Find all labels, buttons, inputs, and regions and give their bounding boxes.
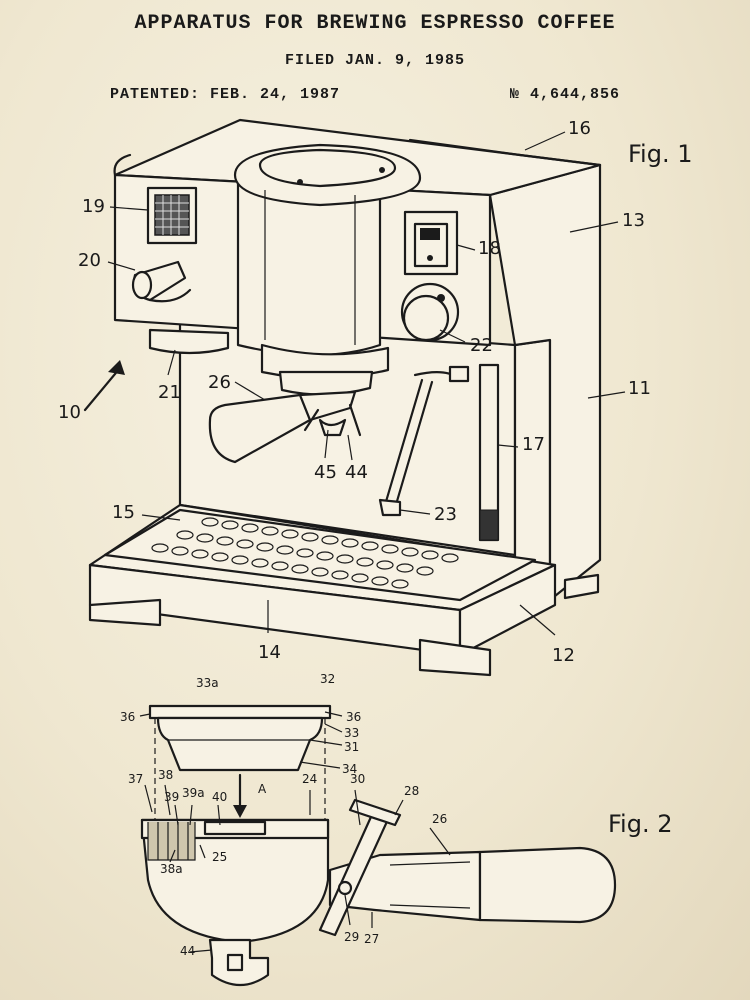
- ref-32: 32: [320, 672, 336, 686]
- ref-37: 37: [128, 772, 144, 786]
- ref-19: 19: [82, 196, 105, 217]
- ref-34: 34: [342, 762, 358, 776]
- ref-38: 38: [158, 768, 174, 782]
- ref-17: 17: [522, 434, 545, 455]
- ref-36-left: 36: [120, 710, 136, 724]
- ref-15: 15: [112, 502, 135, 523]
- ref-29: 29: [344, 930, 360, 944]
- ref-25: 25: [212, 850, 228, 864]
- ref-39a: 39a: [182, 786, 205, 800]
- ref-31: 31: [344, 740, 360, 754]
- ref-10: 10: [58, 402, 81, 423]
- ref-28: 28: [404, 784, 420, 798]
- ref-21: 21: [158, 382, 181, 403]
- ref-27: 27: [364, 932, 380, 946]
- ref-30: 30: [350, 772, 366, 786]
- fig1-label: Fig. 1: [628, 140, 693, 168]
- ref-23: 23: [434, 504, 457, 525]
- ref-11: 11: [628, 378, 651, 399]
- ref-13: 13: [622, 210, 645, 231]
- ref-14: 14: [258, 642, 281, 663]
- fig2-drawing: [139, 704, 617, 986]
- ref-44: 44: [345, 462, 368, 483]
- ref-12: 12: [552, 645, 575, 666]
- ref-40: 40: [212, 790, 228, 804]
- ref-44-fig2: 44: [180, 944, 196, 958]
- filed-date: FILED JAN. 9, 1985: [284, 52, 466, 69]
- ref-36-right: 36: [346, 710, 362, 724]
- ref-20: 20: [78, 250, 101, 271]
- ref-A: A: [258, 782, 267, 796]
- ref-38a: 38a: [160, 862, 183, 876]
- patented-date: PATENTED: FEB. 24, 1987: [110, 86, 341, 103]
- fig2-label: Fig. 2: [608, 810, 673, 838]
- ref-33a: 33a: [196, 676, 219, 690]
- tray-holes: [151, 517, 459, 589]
- ref-24: 24: [302, 772, 318, 786]
- ref-39: 39: [164, 790, 180, 804]
- patent-number: № 4,644,856: [510, 86, 621, 103]
- ref-33: 33: [344, 726, 360, 740]
- ref-26-fig2: 26: [432, 812, 448, 826]
- patent-title: APPARATUS FOR BREWING ESPRESSO COFFEE: [134, 12, 616, 35]
- ref-16: 16: [568, 118, 591, 139]
- ref-18: 18: [478, 238, 501, 259]
- ref-45: 45: [314, 462, 337, 483]
- ref-22: 22: [470, 335, 493, 356]
- ref-26: 26: [208, 372, 231, 393]
